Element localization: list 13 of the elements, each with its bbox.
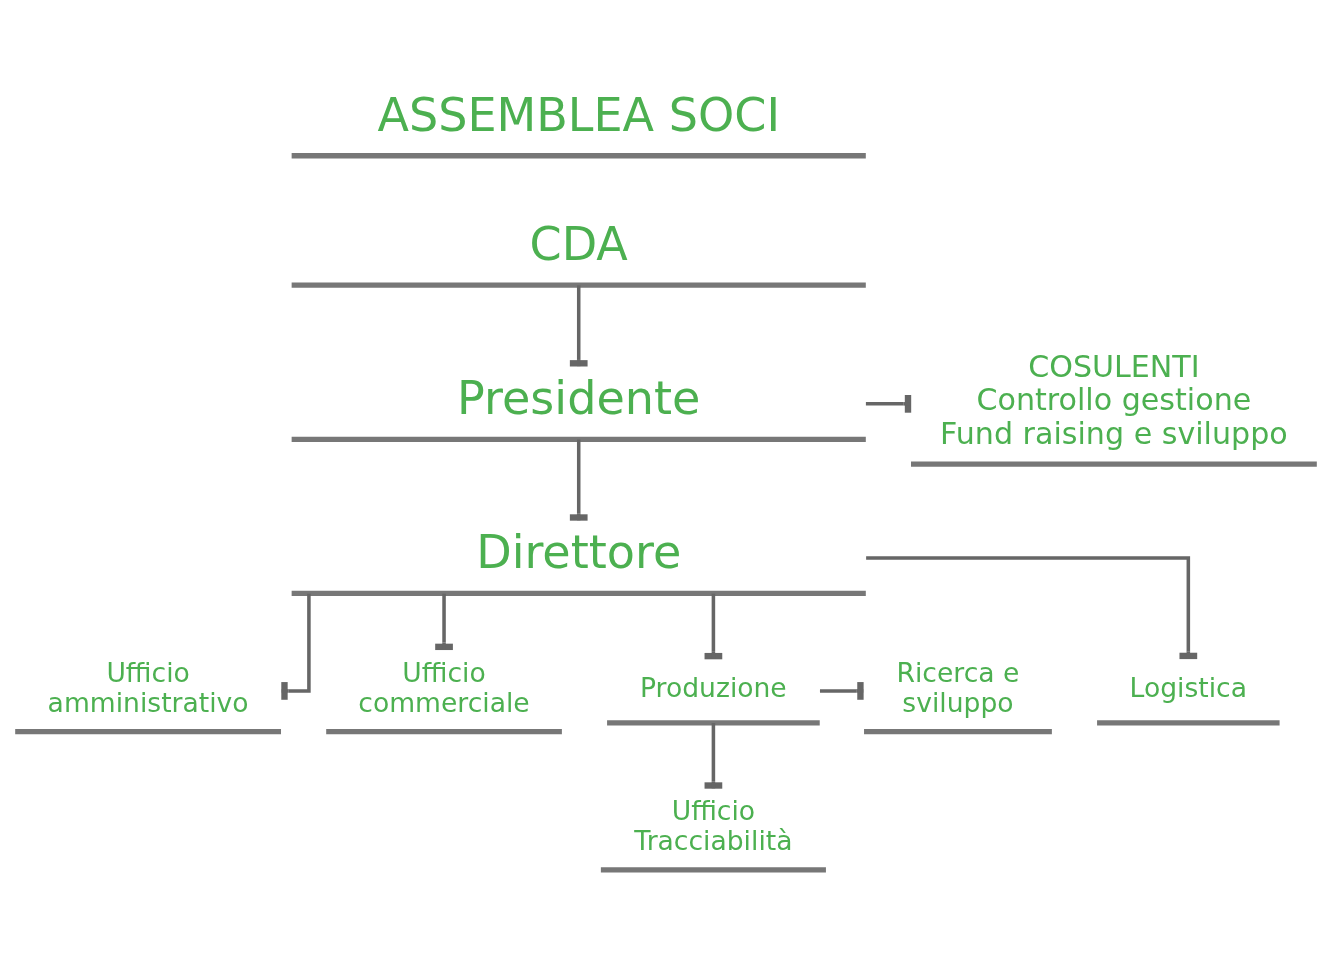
node-text: Ufficio amministrativo bbox=[47, 657, 249, 719]
node-text: Produzione bbox=[640, 672, 787, 704]
node-text: Direttore bbox=[476, 525, 682, 580]
connector bbox=[819, 682, 864, 700]
node-text: Ufficio Tracciabilità bbox=[634, 795, 793, 857]
node-text: Ufficio commerciale bbox=[358, 657, 530, 719]
node-text: Ricerca e sviluppo bbox=[896, 657, 1020, 719]
node-text: CDA bbox=[529, 216, 628, 271]
node-text: Logistica bbox=[1129, 672, 1248, 704]
connector bbox=[281, 593, 311, 700]
node-text: ASSEMBLEA SOCI bbox=[377, 87, 781, 142]
node-text: Presidente bbox=[457, 371, 701, 426]
node-text: COSULENTI Controllo gestione Fund raising e sviluppo bbox=[940, 348, 1288, 451]
